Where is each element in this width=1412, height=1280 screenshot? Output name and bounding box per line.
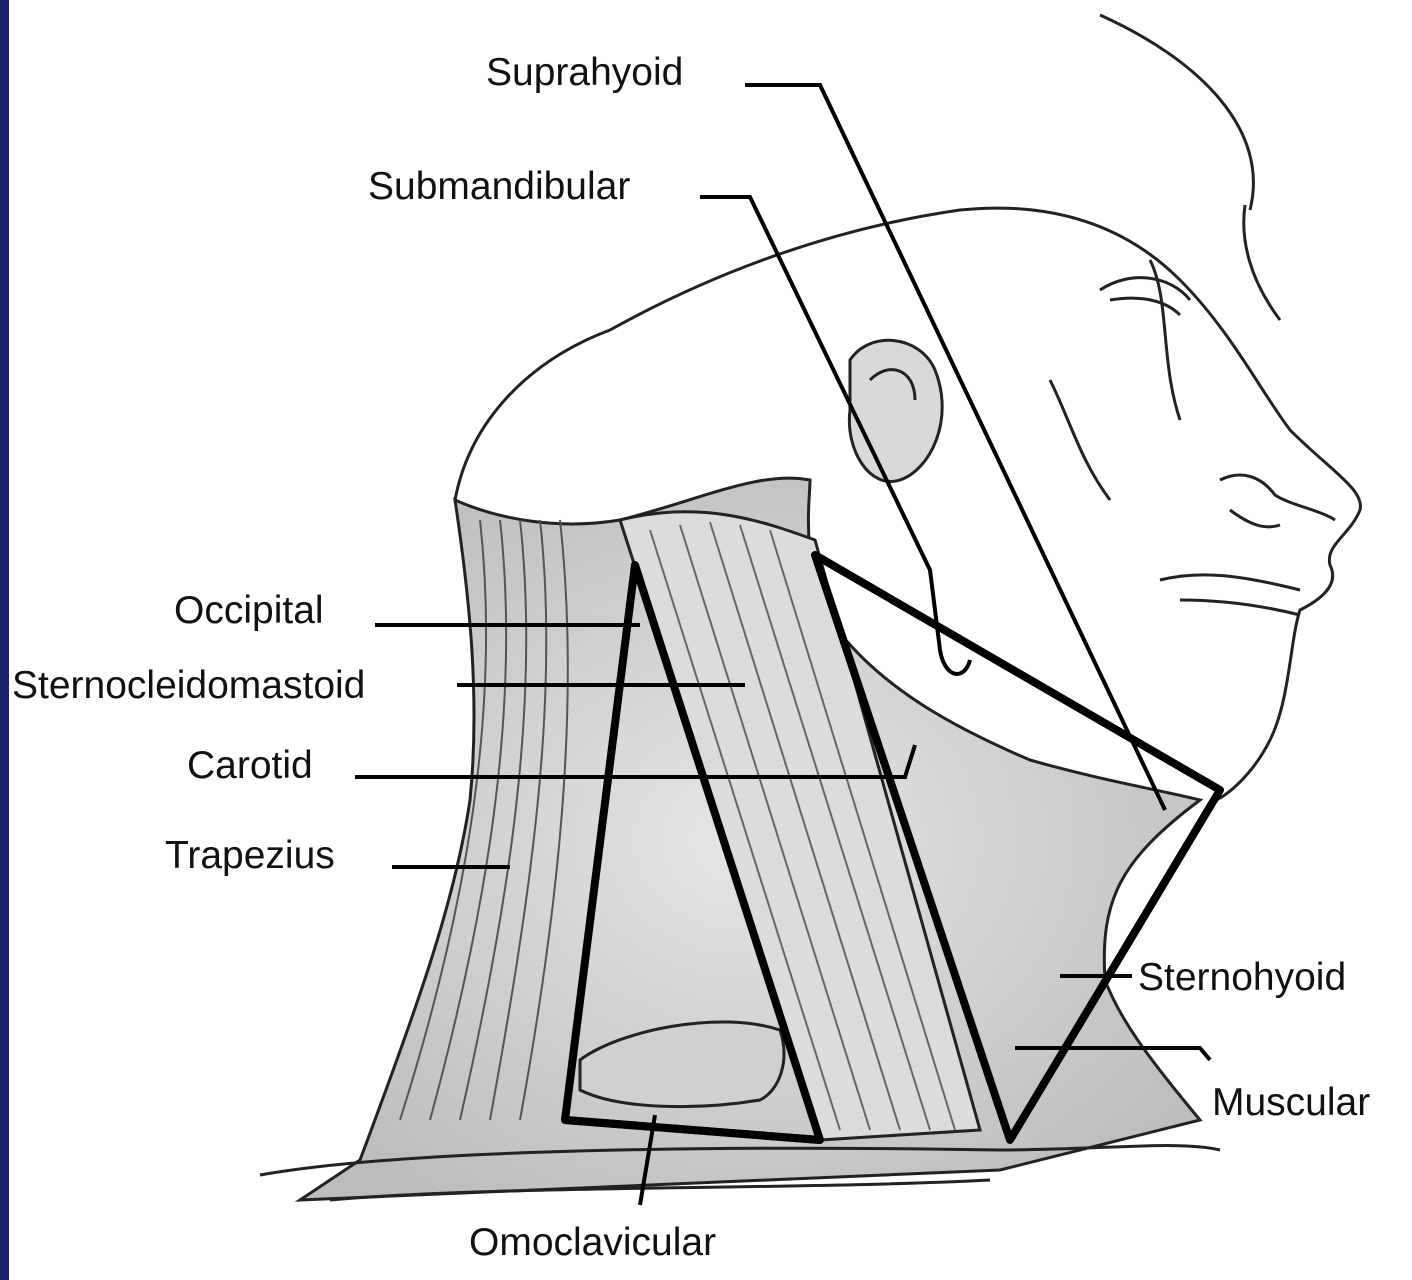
label-carotid: Carotid [187, 746, 313, 785]
label-sternocleidomastoid: Sternocleidomastoid [12, 666, 365, 705]
label-trapezius: Trapezius [165, 836, 335, 875]
face-details [1050, 278, 1335, 615]
ear [849, 340, 942, 481]
label-occipital: Occipital [174, 591, 324, 630]
label-suprahyoid: Suprahyoid [486, 53, 683, 92]
label-submandibular: Submandibular [368, 167, 630, 206]
label-sternohyoid: Sternohyoid [1138, 958, 1346, 997]
label-muscular: Muscular [1212, 1083, 1370, 1122]
label-omoclavicular: Omoclavicular [469, 1223, 716, 1262]
